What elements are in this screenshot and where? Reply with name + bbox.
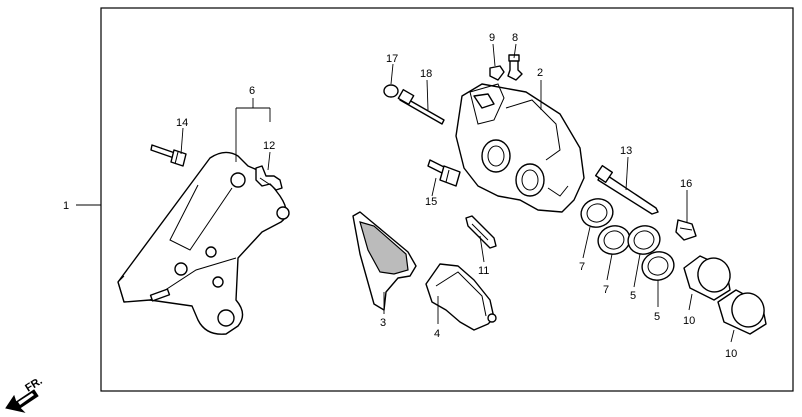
front-direction-indicator: FR. bbox=[5, 375, 45, 413]
caliper-body bbox=[455, 83, 585, 213]
callout-11: 11 bbox=[478, 265, 489, 277]
callout-9: 9 bbox=[489, 32, 495, 44]
pad-retainer-clip bbox=[465, 215, 497, 249]
caliper-bracket bbox=[117, 151, 290, 335]
callout-17: 17 bbox=[386, 53, 398, 65]
callout-10-upper: 10 bbox=[683, 315, 695, 327]
callout-1: 1 bbox=[63, 200, 69, 212]
callout-5-lower: 5 bbox=[654, 311, 660, 323]
brake-pad-outer bbox=[425, 263, 497, 331]
callout-7-upper: 7 bbox=[579, 261, 585, 273]
callout-2: 2 bbox=[537, 67, 543, 79]
callout-14: 14 bbox=[176, 117, 188, 129]
bleed-screw bbox=[675, 219, 697, 241]
caliper-pin bbox=[397, 88, 445, 125]
brake-pad-inner bbox=[352, 211, 417, 311]
pin-boot bbox=[383, 84, 399, 98]
callout-8: 8 bbox=[512, 32, 518, 44]
pin-bolt bbox=[427, 159, 461, 187]
bleeder-cap bbox=[489, 65, 505, 81]
callout-labels: 1 2 3 4 5 5 6 7 7 8 9 10 10 11 12 13 14 … bbox=[63, 32, 737, 360]
callout-6: 6 bbox=[249, 85, 255, 97]
piston-seal bbox=[580, 198, 614, 228]
callout-16: 16 bbox=[680, 178, 692, 190]
callout-18: 18 bbox=[420, 68, 432, 80]
callout-10-lower: 10 bbox=[725, 348, 737, 360]
dust-seal bbox=[641, 251, 675, 281]
callout-12: 12 bbox=[263, 140, 275, 152]
callout-5-upper: 5 bbox=[630, 290, 636, 302]
arrow-down-left-icon bbox=[5, 389, 39, 413]
callout-13: 13 bbox=[620, 145, 632, 157]
callout-7-lower: 7 bbox=[603, 284, 609, 296]
slide-pin bbox=[594, 164, 659, 215]
bleeder-valve bbox=[507, 54, 523, 81]
pad-spring bbox=[255, 165, 283, 191]
diagram-frame bbox=[100, 7, 794, 392]
caliper-piston bbox=[717, 289, 767, 335]
direction-label: FR. bbox=[23, 375, 44, 395]
caliper-piston bbox=[683, 255, 731, 301]
leader-lines bbox=[76, 43, 735, 343]
dust-seal bbox=[627, 225, 661, 255]
callout-3: 3 bbox=[380, 317, 386, 329]
mounting-bolt bbox=[150, 144, 187, 167]
callout-4: 4 bbox=[434, 328, 440, 340]
piston-seal bbox=[597, 225, 631, 255]
callout-15: 15 bbox=[425, 196, 437, 208]
